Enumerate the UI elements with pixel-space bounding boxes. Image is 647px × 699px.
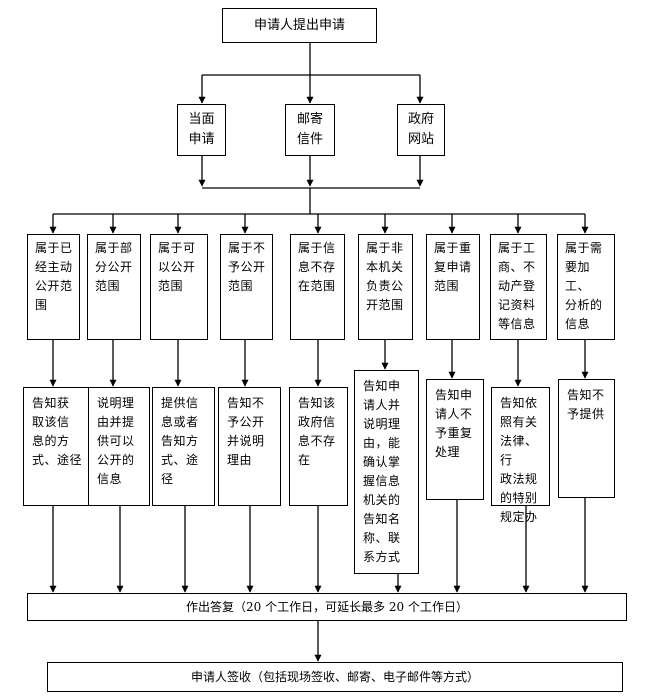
result-label: 告知获 取该信 息的方 式、途径 bbox=[32, 396, 83, 467]
category-label: 属于可 以公开 范围 bbox=[158, 241, 196, 293]
reply-label: 作出答复（20 个工作日，可延长最多 20 个工作日） bbox=[186, 599, 468, 614]
category-label: 属于不 予公开 范围 bbox=[228, 241, 266, 293]
receipt-box: 申请人签收（包括现场签收、邮寄、电子邮件等方式） bbox=[47, 662, 623, 692]
category-label: 属于部 分公开 范围 bbox=[95, 241, 133, 293]
result-box-7: 告知申 请人不 予重复 处理 bbox=[426, 379, 484, 500]
category-box-6: 属于非 本机关 负责公 开范围 bbox=[358, 234, 413, 340]
category-label: 属于需 要加工、 分析的 信息 bbox=[565, 241, 603, 331]
result-label: 告知不 予公开 并说明 理由 bbox=[227, 396, 265, 467]
result-box-9: 告知不 予提供 bbox=[558, 379, 615, 498]
category-box-1: 属于已 经主动 公开范 围 bbox=[27, 234, 80, 340]
category-box-3: 属于可 以公开 范围 bbox=[150, 234, 208, 340]
receipt-label: 申请人签收（包括现场签收、邮寄、电子邮件等方式） bbox=[190, 669, 479, 684]
result-box-2: 说明理 由并提 供可以 公开的 信息 bbox=[88, 387, 150, 506]
category-box-2: 属于部 分公开 范围 bbox=[87, 234, 141, 340]
result-label: 说明理 由并提 供可以 公开的 信息 bbox=[97, 396, 135, 486]
category-box-7: 属于重 复申请 范围 bbox=[426, 234, 480, 340]
result-label: 告知不 予提供 bbox=[567, 388, 605, 421]
category-label: 属于已 经主动 公开范 围 bbox=[35, 241, 73, 312]
channel-website-box: 政府 网站 bbox=[397, 104, 445, 156]
result-box-8: 告知依 照有关 法律、行 政法规 的特别 规定办 bbox=[491, 387, 550, 524]
result-label: 告知依 照有关 法律、行 政法规 的特别 规定办 bbox=[500, 396, 538, 524]
result-box-4: 告知不 予公开 并说明 理由 bbox=[218, 387, 281, 506]
result-label: 告知该 政府信 息不存 在 bbox=[298, 396, 336, 467]
result-label: 提供信 息或者 告知方 式、途径 bbox=[161, 396, 199, 486]
category-label: 属于重 复申请 范围 bbox=[434, 241, 472, 293]
start-label: 申请人提出申请 bbox=[253, 18, 345, 33]
channel-label: 邮寄 信件 bbox=[296, 112, 323, 147]
result-label: 告知申 请人不 予重复 处理 bbox=[435, 388, 473, 459]
category-label: 属于非 本机关 负责公 开范围 bbox=[366, 241, 404, 312]
result-box-1: 告知获 取该信 息的方 式、途径 bbox=[23, 387, 93, 506]
result-box-5: 告知该 政府信 息不存 在 bbox=[289, 387, 348, 506]
category-box-8: 属于工 商、不 动产登 记资料 等信息 bbox=[490, 234, 547, 340]
channel-label: 政府 网站 bbox=[407, 112, 434, 147]
channel-label: 当面 申请 bbox=[188, 112, 215, 147]
category-box-4: 属于不 予公开 范围 bbox=[220, 234, 273, 340]
start-box: 申请人提出申请 bbox=[222, 8, 377, 43]
channel-mail-box: 邮寄 信件 bbox=[285, 104, 335, 156]
result-box-6: 告知申 请人并 说明理 由，能 确认掌 握信息 机关的 告知名 称、联 系方式 bbox=[354, 370, 419, 574]
reply-box: 作出答复（20 个工作日，可延长最多 20 个工作日） bbox=[27, 593, 627, 621]
category-label: 属于信 息不存 在范围 bbox=[298, 241, 336, 293]
result-label: 告知申 请人并 说明理 由，能 确认掌 握信息 机关的 告知名 称、联 系方式 bbox=[363, 379, 401, 564]
category-box-9: 属于需 要加工、 分析的 信息 bbox=[557, 234, 615, 340]
channel-in-person-box: 当面 申请 bbox=[177, 104, 226, 156]
category-box-5: 属于信 息不存 在范围 bbox=[290, 234, 345, 340]
result-box-3: 提供信 息或者 告知方 式、途径 bbox=[152, 387, 215, 506]
category-label: 属于工 商、不 动产登 记资料 等信息 bbox=[498, 241, 536, 331]
